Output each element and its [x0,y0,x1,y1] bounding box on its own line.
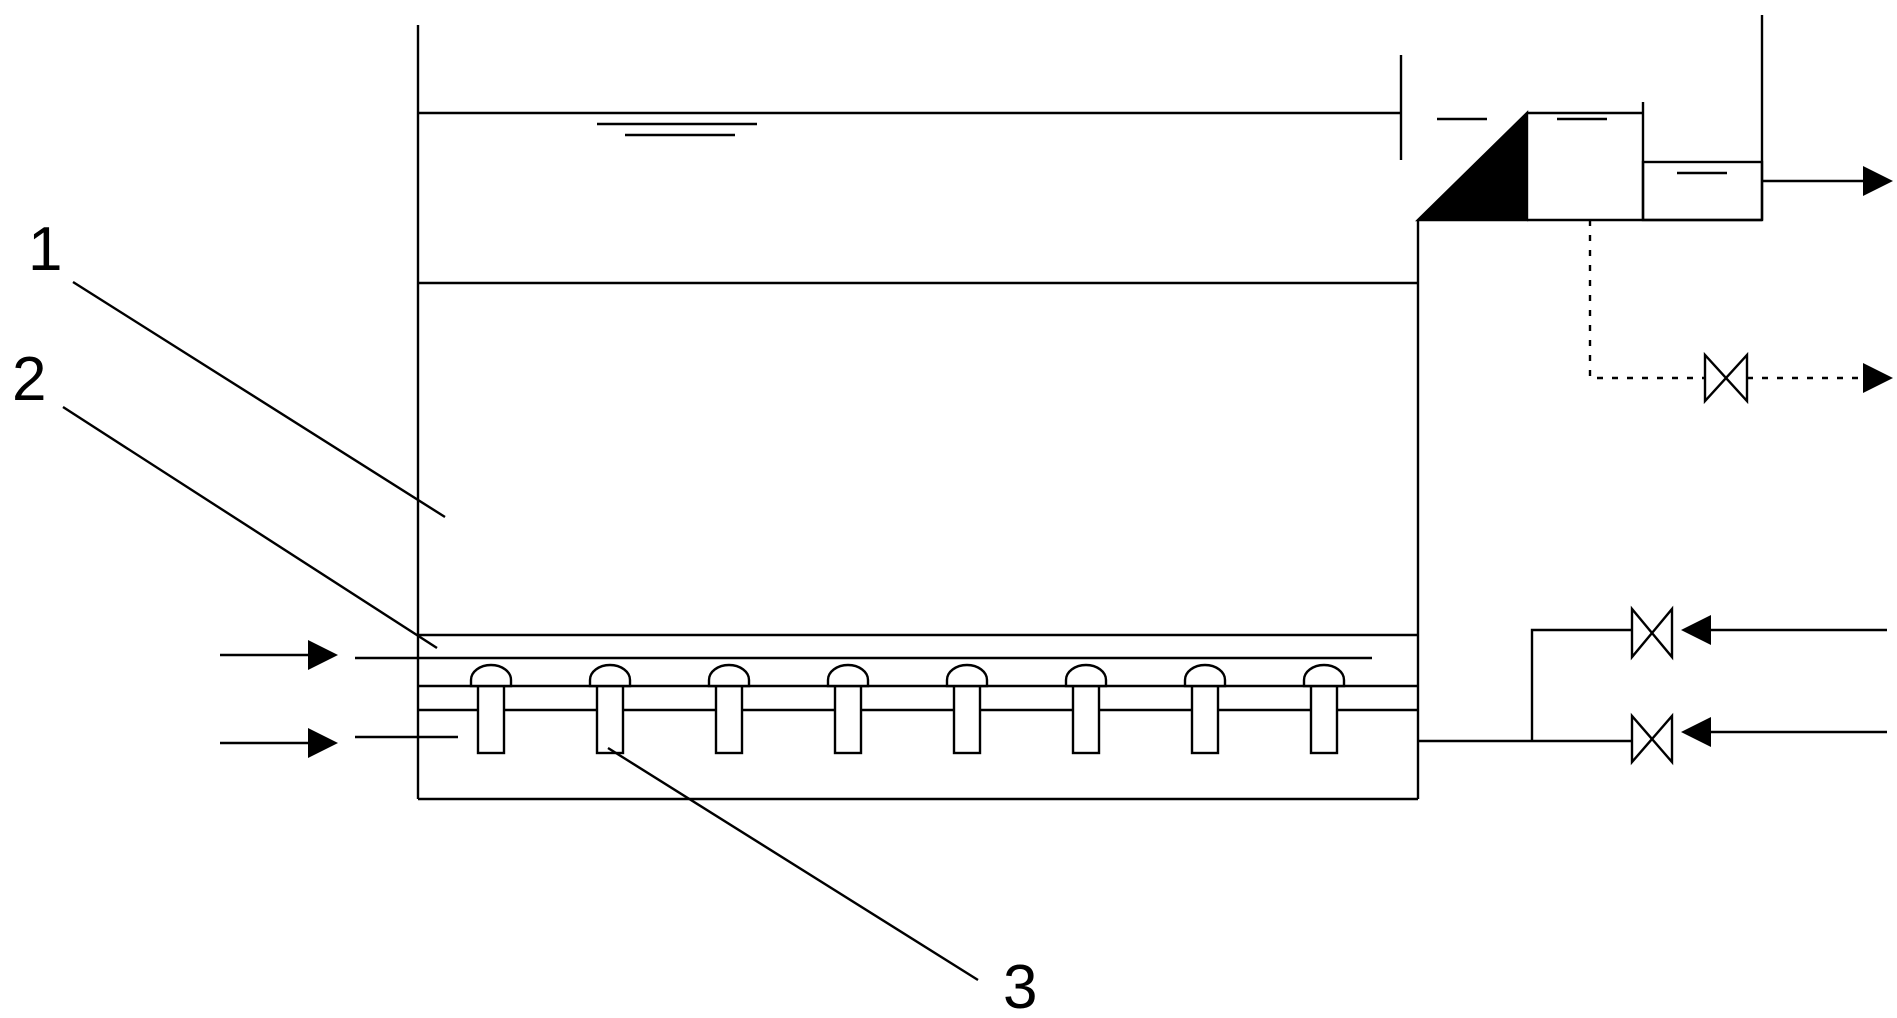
leader-line-filter-nozzle [607,746,979,982]
leader-lines [62,280,979,982]
filter-nozzle [826,663,870,755]
nozzle-cap [1064,663,1108,688]
filter-nozzle [707,663,751,755]
filter-nozzle [588,663,632,755]
nozzle-cap [1183,663,1227,688]
outlet-box [1641,160,1764,222]
leader-line-filter-media [72,280,446,519]
backwash-inlets [1418,605,1887,766]
left-inlets [220,640,1372,758]
callout-filter-media: 1 [28,215,62,284]
callout-filter-nozzle: 3 [1003,953,1037,1018]
drain-pipe [1588,220,1705,380]
nozzle-cap [945,663,989,688]
nozzle-stem [1071,684,1101,755]
leader-line-support-plate [62,405,438,650]
nozzle-cap [1302,663,1346,688]
nozzle-cap [826,663,870,688]
tank [416,25,1420,801]
nozzle-stem [1309,684,1339,755]
backwash-branch-upper [1530,628,1632,741]
nozzle-cap [707,663,751,688]
nozzle-stem [1190,684,1220,755]
nozzle-stem [476,684,506,755]
callout-support-plate: 2 [12,345,46,414]
air-inlet-valve-icon [1630,605,1674,661]
filter-nozzle [945,663,989,755]
water-level-symbols [597,55,1727,175]
nozzle-stem [595,684,625,755]
filter-nozzle [469,663,513,755]
nozzle-stem [714,684,744,755]
overflow-outlet [1415,15,1893,405]
nozzle-stem [952,684,982,755]
filter-nozzles [469,663,1346,755]
filter-nozzle [1064,663,1108,755]
filter-nozzle [1183,663,1227,755]
water-inlet-valve-icon [1630,712,1674,766]
nozzle-cap [469,663,513,688]
overflow-weir [1415,110,1529,222]
nozzle-stem [833,684,863,755]
drain-valve-icon [1703,351,1749,405]
filter-nozzle [1302,663,1346,755]
nozzle-cap [588,663,632,688]
